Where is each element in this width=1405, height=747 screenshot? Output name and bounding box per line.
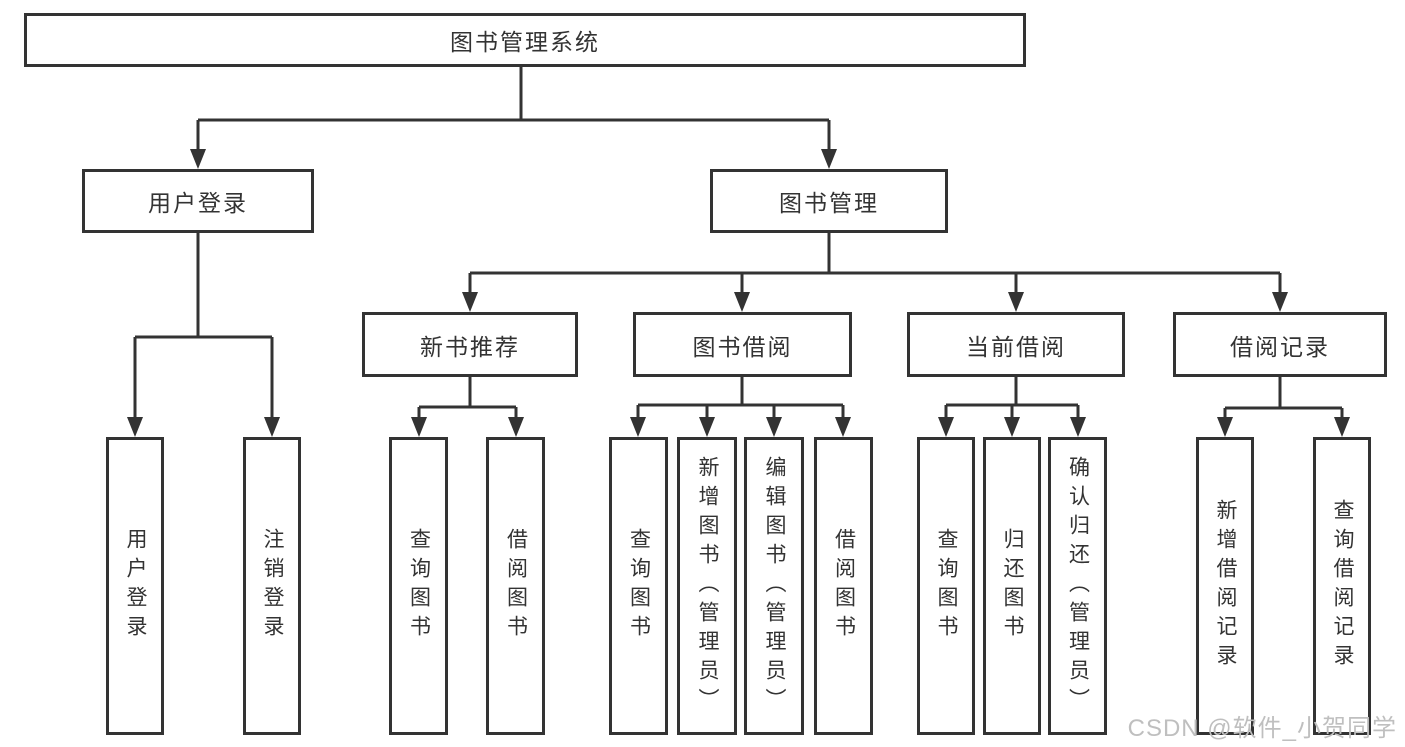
node-borrow-records: 借阅记录 [1173,312,1387,377]
leaf-edit-book-admin-label: 编辑图书（管理员） [763,455,786,717]
leaf-logout: 注销登录 [243,437,301,735]
edges-book-borrow [630,377,851,437]
leaf-borrow-books-recommend-label: 借阅图书 [504,528,528,644]
edges-root [190,67,837,169]
edges-new-book-recommend [411,377,524,437]
leaf-query-books-borrow: 查询图书 [609,437,668,735]
node-book-management-label: 图书管理 [779,190,879,216]
leaf-query-books-current-label: 查询图书 [935,528,958,644]
leaf-query-books-recommend: 查询图书 [389,437,448,735]
leaf-edit-book-admin: 编辑图书（管理员） [744,437,804,735]
leaf-borrow-books-label: 借阅图书 [832,528,856,644]
leaf-logout-label: 注销登录 [261,528,284,644]
leaf-confirm-return-admin-label: 确认归还（管理员） [1066,455,1090,717]
leaf-query-borrow-record: 查询借阅记录 [1313,437,1371,735]
node-borrow-records-label: 借阅记录 [1230,333,1330,360]
leaf-query-books-recommend-label: 查询图书 [407,528,431,644]
leaf-user-login: 用户登录 [106,437,164,735]
node-current-borrow: 当前借阅 [907,312,1125,377]
node-user-login-label: 用户登录 [148,190,248,216]
leaf-return-books-label: 归还图书 [1001,528,1024,644]
node-book-management: 图书管理 [710,169,948,233]
node-book-borrow-label: 图书借阅 [692,333,793,360]
node-root-label: 图书管理系统 [450,29,600,55]
leaf-add-borrow-record: 新增借阅记录 [1196,437,1254,735]
leaf-borrow-books-recommend: 借阅图书 [486,437,545,735]
node-root: 图书管理系统 [24,13,1026,67]
leaf-user-login-label: 用户登录 [124,528,147,644]
node-book-borrow: 图书借阅 [633,312,852,377]
edges-book-management [462,233,1288,312]
node-user-login: 用户登录 [82,169,314,233]
leaf-return-books: 归还图书 [983,437,1041,735]
leaf-confirm-return-admin: 确认归还（管理员） [1048,437,1107,735]
leaf-borrow-books: 借阅图书 [814,437,873,735]
csdn-watermark: CSDN @软件_小贺同学 [1127,715,1397,742]
node-current-borrow-label: 当前借阅 [966,333,1066,360]
edges-borrow-records [1217,377,1350,437]
leaf-add-book-admin-label: 新增图书（管理员） [696,455,719,717]
node-new-book-recommend: 新书推荐 [362,312,578,377]
leaf-add-borrow-record-label: 新增借阅记录 [1214,499,1237,673]
leaf-query-books-current: 查询图书 [917,437,975,735]
leaf-query-borrow-record-label: 查询借阅记录 [1331,499,1354,673]
leaf-query-books-borrow-label: 查询图书 [627,528,651,644]
leaf-add-book-admin: 新增图书（管理员） [677,437,737,735]
edges-current-borrow [938,377,1086,437]
node-new-book-recommend-label: 新书推荐 [420,333,520,360]
edges-user-login [127,233,280,437]
